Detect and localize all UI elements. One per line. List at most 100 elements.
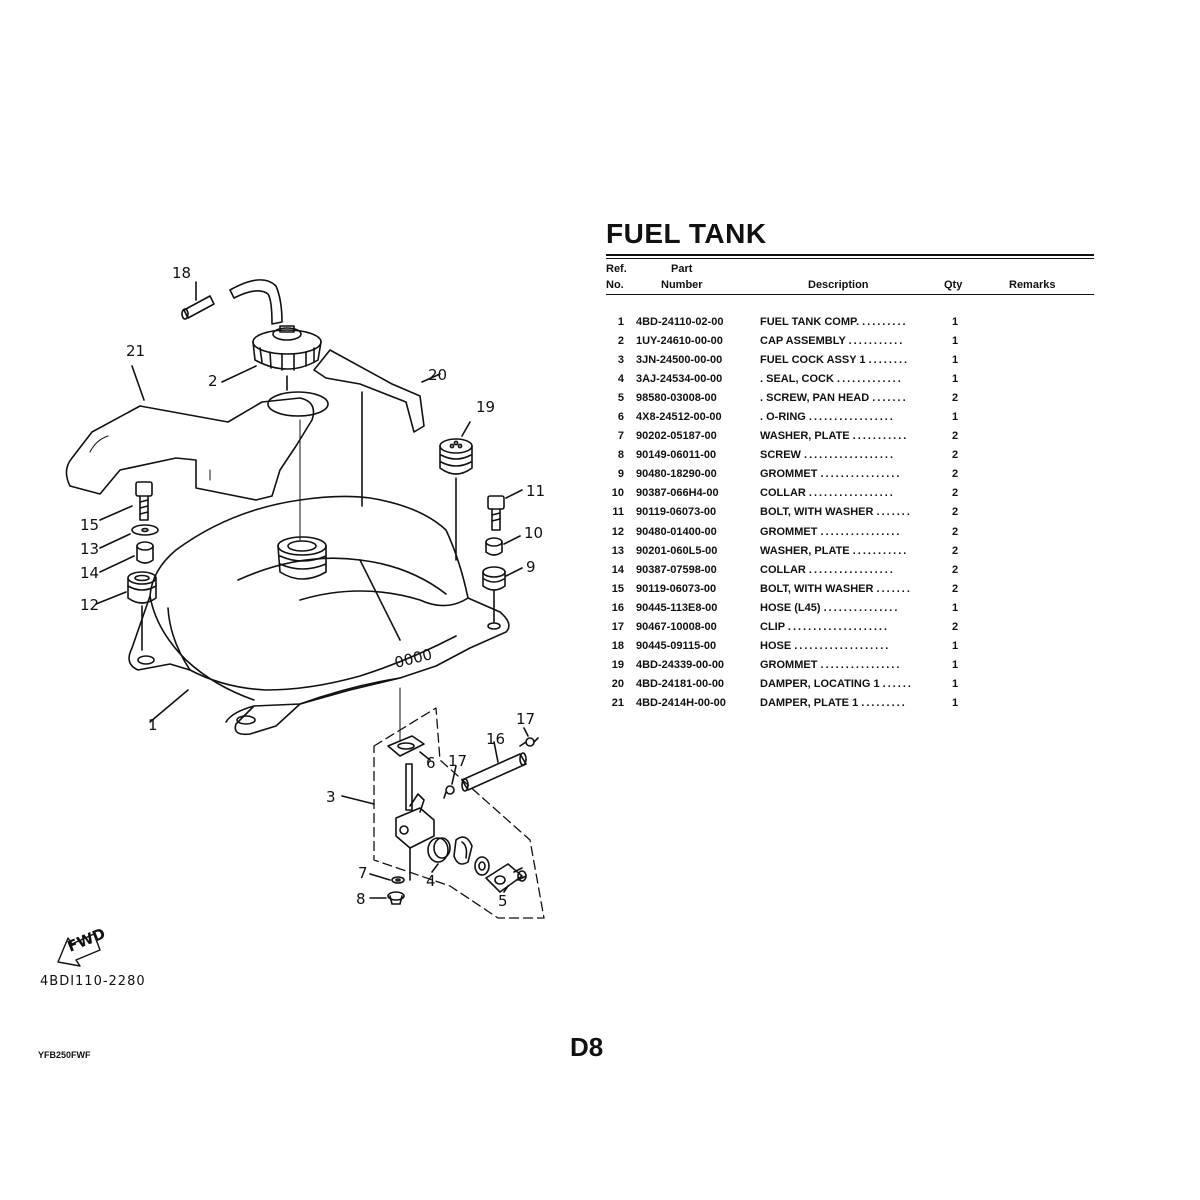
tank-stamp: 0000 <box>393 645 434 672</box>
page-code: D8 <box>570 1032 604 1062</box>
description: FUEL COCK ASSY 1 ........ <box>760 353 910 366</box>
description: SCREW .................. <box>760 449 896 462</box>
qty: 1 <box>952 659 959 672</box>
qty: 1 <box>952 353 959 366</box>
header-part-line2: Number <box>661 279 703 291</box>
collar-10-part <box>485 537 503 556</box>
title-rule-thin <box>606 258 1094 259</box>
title-rule <box>606 254 1094 256</box>
ref-no: 8 <box>617 449 624 462</box>
part-number: 4X8-24512-00-00 <box>636 411 722 424</box>
qty: 1 <box>952 315 959 328</box>
ref-no: 18 <box>611 640 624 653</box>
o-ring-6-part <box>387 735 425 757</box>
callout-12: 12 <box>80 596 99 614</box>
callout-20: 20 <box>428 366 447 384</box>
table-row: 9 90480-18290-00 GROMMET ................ 2 <box>606 465 992 484</box>
ref-no: 4 <box>617 372 624 385</box>
ref-no: 20 <box>611 678 624 691</box>
part-number: 4BD-24181-00-00 <box>636 678 725 691</box>
callout-9: 9 <box>526 558 536 576</box>
callout-14: 14 <box>80 564 99 582</box>
description: DAMPER, LOCATING 1 ...... <box>760 678 913 691</box>
part-number: 90445-09115-00 <box>636 640 717 653</box>
header-remarks: Remarks <box>1009 279 1056 291</box>
fwd-label: FWD <box>65 924 108 955</box>
description: BOLT, WITH WASHER ....... <box>760 582 912 595</box>
description: GROMMET ................ <box>760 468 902 481</box>
bolt-15-part <box>135 481 153 521</box>
header-part-line1: Part <box>671 263 693 275</box>
callout-6: 6 <box>426 754 436 772</box>
part-number: 3AJ-24534-00-00 <box>636 372 723 385</box>
part-number: 90387-07598-00 <box>636 563 717 576</box>
washer-7-part <box>391 876 405 884</box>
description: CLIP .................... <box>760 621 890 634</box>
callout-16: 16 <box>486 730 505 748</box>
description: GROMMET ................ <box>760 525 902 538</box>
callout-11: 11 <box>526 482 545 500</box>
description: WASHER, PLATE ........... <box>760 430 909 443</box>
description: CAP ASSEMBLY ........... <box>760 334 905 347</box>
description: BOLT, WITH WASHER ....... <box>760 506 912 519</box>
screw-8-part <box>387 891 405 905</box>
header-ref-line1: Ref. <box>606 263 627 275</box>
washer-13-part <box>131 524 159 536</box>
callout-5: 5 <box>498 892 508 910</box>
callout-8: 8 <box>356 890 366 908</box>
part-number: 90480-18290-00 <box>636 468 717 481</box>
part-number: 90149-06011-00 <box>636 449 717 462</box>
callout-4: 4 <box>426 872 436 890</box>
callout-17b: 17 <box>448 752 467 770</box>
qty: 1 <box>952 372 959 385</box>
header-ref-line2: No. <box>606 279 624 291</box>
part-number: 3JN-24500-00-00 <box>636 353 723 366</box>
ref-no: 17 <box>611 621 624 634</box>
ref-no: 7 <box>617 430 624 443</box>
fwd-arrow-icon: FWD <box>57 924 108 967</box>
grommet-19-part <box>439 438 473 475</box>
ref-no: 13 <box>611 544 624 557</box>
qty: 2 <box>952 430 959 443</box>
qty: 1 <box>952 640 959 653</box>
fuel-cock-assy-outline <box>373 707 545 919</box>
ref-no: 2 <box>617 334 624 347</box>
hose-18-part <box>181 279 283 325</box>
qty: 2 <box>952 468 959 481</box>
ref-no: 1 <box>617 315 624 328</box>
description: COLLAR ................. <box>760 563 895 576</box>
ref-no: 6 <box>617 411 624 424</box>
page-title: FUEL TANK <box>606 218 767 249</box>
part-number: 4BD-24339-00-00 <box>636 659 725 672</box>
part-number: 4BD-2414H-00-00 <box>636 697 726 710</box>
callout-3: 3 <box>326 788 336 806</box>
description: . O-RING ................. <box>760 411 895 424</box>
ref-no: 9 <box>617 468 624 481</box>
part-number: 90480-01400-00 <box>636 525 717 538</box>
damper-plate-inner <box>89 435 211 481</box>
callout-21: 21 <box>126 342 145 360</box>
damper-plate-part <box>65 397 315 501</box>
description: FUEL TANK COMP. ......... <box>760 315 908 328</box>
callout-15: 15 <box>80 516 99 534</box>
description: HOSE ................... <box>760 640 891 653</box>
description: DAMPER, PLATE 1 ......... <box>760 697 907 710</box>
callout-10: 10 <box>524 524 543 542</box>
seal-cock-detail <box>453 836 490 876</box>
